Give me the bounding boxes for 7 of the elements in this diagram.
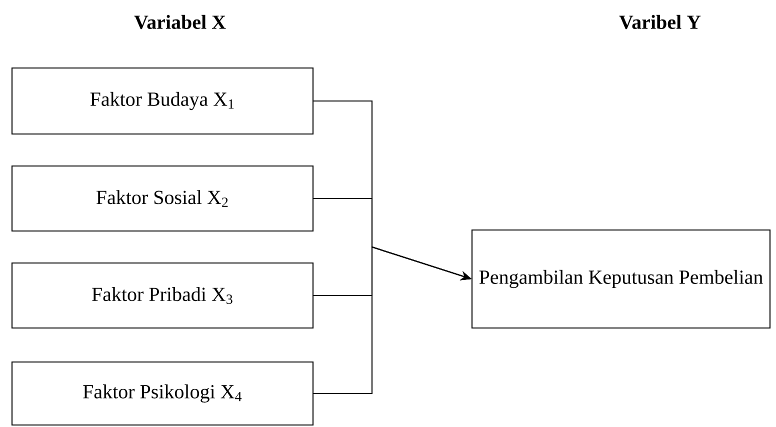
factor-box: Faktor Psikologi X$_{4}$	[11, 361, 314, 426]
column-heading: Varibel Y	[619, 14, 701, 30]
column-heading: Variabel X	[134, 14, 226, 30]
factor-box: Faktor Budaya X$_{1}$	[11, 67, 314, 135]
factor-box: Faktor Sosial X$_{2}$	[11, 165, 314, 232]
factor-box: Faktor Pribadi X$_{3}$	[11, 262, 314, 329]
factor-box: Pengambilan Keputusan Pembelian	[471, 229, 771, 329]
